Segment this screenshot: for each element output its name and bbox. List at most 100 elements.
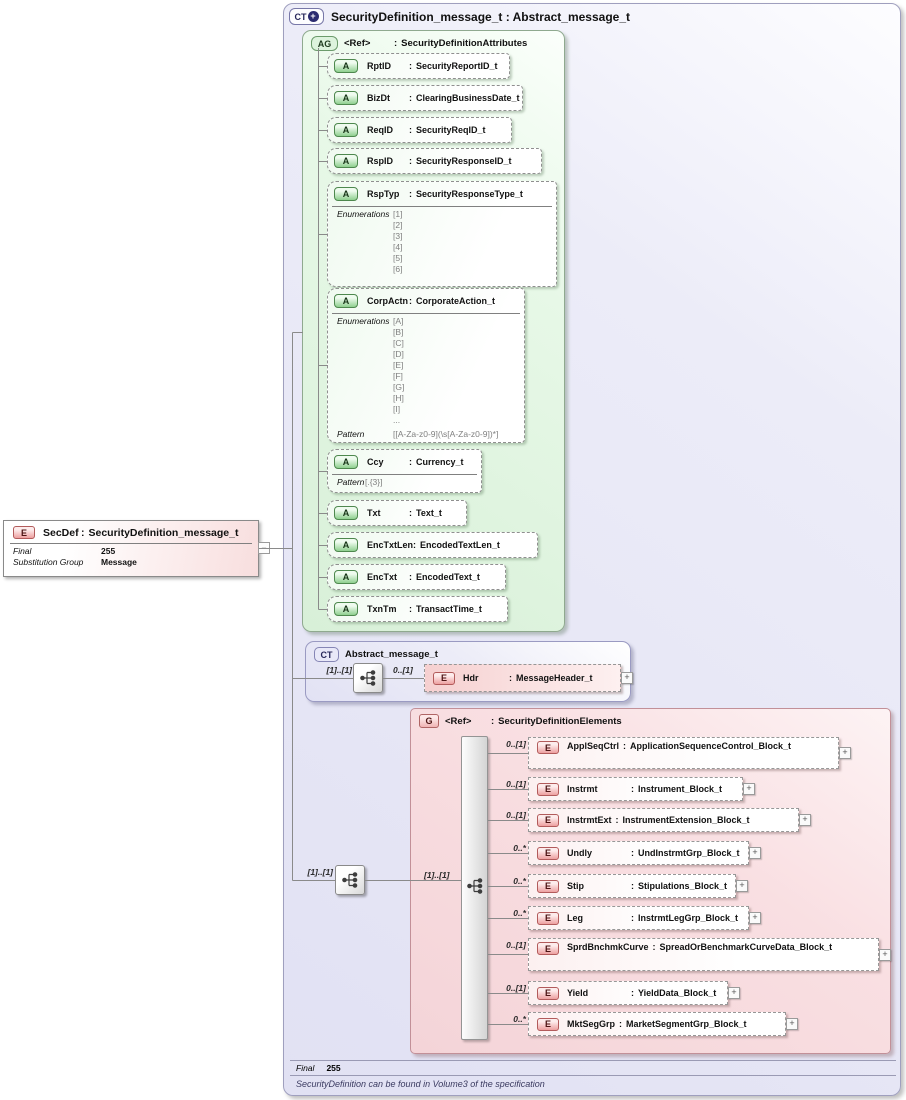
divider [290, 1060, 896, 1061]
element-type: SecurityDefinition_message_t [88, 526, 239, 539]
cardinality-label: 0..* [513, 876, 526, 886]
pattern-value: [.{3}] [365, 477, 383, 487]
attribute-type: CorporateAction_t [416, 296, 496, 306]
element-hdr[interactable]: E Hdr : MessageHeader_t + [424, 664, 633, 692]
element-badge: E [433, 671, 455, 685]
attribute-name: EncTxtLen [367, 540, 414, 550]
type-separator: : [509, 673, 512, 683]
type-separator: : [409, 457, 412, 467]
expand-icon[interactable]: + [839, 747, 851, 759]
attribute-bizdt[interactable]: A BizDt: ClearingBusinessDate_t [327, 85, 523, 111]
cardinality-label: 0..[1] [506, 810, 526, 820]
substitution-group-label: Substitution Group [13, 557, 84, 567]
secdef-element-box[interactable]: E SecDef : SecurityDefinition_message_t … [3, 520, 259, 577]
type-separator: : [81, 526, 85, 539]
element-type: InstrumentExtension_Block_t [622, 815, 750, 825]
complex-type-title: SecurityDefinition_message_t : Abstract_… [331, 9, 631, 24]
attribute-type: ClearingBusinessDate_t [416, 93, 520, 103]
element-badge: E [537, 911, 559, 925]
sequence-compositor-bar[interactable] [461, 736, 488, 1040]
attribute-enctxtlen[interactable]: A EncTxtLen:EncodedTextLen_t [327, 532, 538, 558]
collapse-icon[interactable]: − [258, 542, 270, 554]
attribute-type: SecurityReportID_t [416, 61, 498, 71]
attribute-badge: A [334, 91, 358, 105]
attribute-type: SecurityReqID_t [416, 125, 486, 135]
cardinality-label: 0..[1] [506, 983, 526, 993]
cardinality-label: 0..[1] [506, 739, 526, 749]
attribute-type: EncodedTextLen_t [420, 540, 500, 550]
type-separator: : [615, 815, 619, 825]
attribute-badge: A [334, 570, 358, 584]
cardinality-label: [1]..[1] [307, 867, 334, 877]
expand-icon[interactable]: + [786, 1018, 798, 1030]
element-type: Stipulations_Block_t [638, 881, 728, 891]
enumeration-values: [1] [2] [3] [4] [5] [6] [393, 209, 403, 274]
type-separator: : [409, 61, 412, 71]
attribute-name: EncTxt [367, 572, 398, 582]
cardinality-label: [1]..[1] [424, 870, 450, 880]
final-row: Final 255 [296, 1063, 341, 1073]
type-separator: : [409, 93, 412, 103]
attribute-name: BizDt [367, 93, 390, 103]
sequence-icon[interactable] [353, 663, 383, 693]
derived-plus-icon: + [307, 11, 319, 22]
expand-icon[interactable]: + [879, 948, 891, 961]
element-leg[interactable]: E Leg: InstrmtLegGrp_Block_t + [528, 906, 761, 930]
expand-icon[interactable]: + [749, 912, 761, 924]
element-group-badge: G [419, 714, 439, 728]
attribute-badge: A [334, 538, 358, 552]
element-name: Leg [567, 913, 584, 923]
enumerations-label: Enumerations [337, 316, 390, 326]
pattern-label: Pattern [337, 429, 365, 439]
sequence-icon[interactable] [335, 865, 365, 895]
enumeration-values: [A] [B] [C] [D] [E] [F] [G] [H] [I] ... [393, 316, 405, 425]
cardinality-label: 0..[1] [506, 779, 526, 789]
expand-icon[interactable]: + [728, 987, 740, 999]
element-type: InstrmtLegGrp_Block_t [638, 913, 739, 923]
type-separator: : [631, 881, 634, 891]
attribute-badge: A [334, 294, 358, 308]
element-type: UndInstrmtGrp_Block_t [638, 848, 740, 858]
attribute-badge: A [334, 123, 358, 137]
type-separator: : [413, 540, 417, 550]
expand-icon[interactable]: + [743, 783, 755, 795]
element-name: ApplSeqCtrl [567, 741, 620, 751]
pattern-value: [[A-Za-z0-9](\s[A-Za-z0-9])*] [393, 429, 499, 439]
attribute-group-header: AG <Ref> : SecurityDefinitionAttributes [303, 31, 564, 51]
expand-icon[interactable]: + [749, 847, 761, 859]
cardinality-label: 0..[1] [506, 940, 526, 950]
element-name: InstrmtExt [567, 815, 612, 825]
element-group-header: G <Ref> : SecurityDefinitionElements [411, 709, 890, 728]
expand-icon[interactable]: + [621, 672, 633, 684]
abstract-message-badge: CT [314, 647, 339, 662]
attribute-name: RspTyp [367, 189, 400, 199]
final-label: Final [13, 546, 32, 556]
complex-type-header[interactable]: CT+ SecurityDefinition_message_t : Abstr… [289, 8, 630, 25]
type-separator: : [652, 942, 656, 952]
type-separator: : [409, 125, 412, 135]
element-badge: E [13, 526, 35, 539]
element-type: SpreadOrBenchmarkCurveData_Block_t [659, 942, 833, 952]
expand-icon[interactable]: + [799, 814, 811, 826]
type-separator: : [631, 913, 634, 923]
expand-icon[interactable]: + [736, 880, 748, 892]
cardinality-label: [1]..[1] [326, 665, 353, 675]
